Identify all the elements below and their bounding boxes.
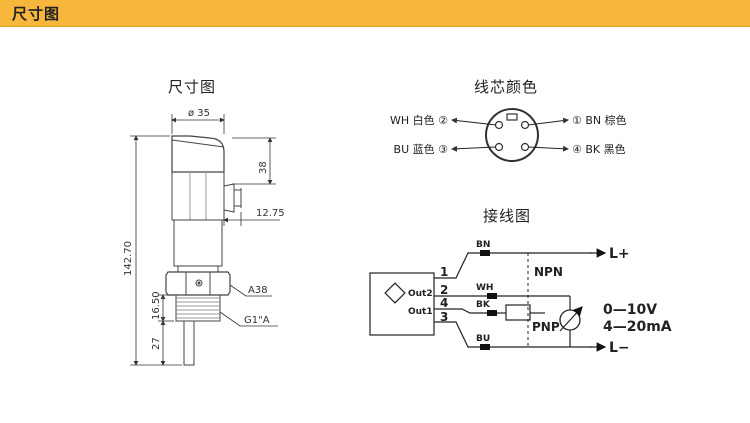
connector-offset-label: 12.75 [256, 208, 285, 219]
terminal-2: 2 [440, 283, 448, 297]
header-title: 尺寸图 [12, 5, 61, 23]
pnp-label: PNP [532, 320, 560, 334]
connector-face [485, 108, 539, 162]
connector-height-label: 38 [258, 161, 269, 174]
diameter-label: ø 35 [188, 108, 210, 119]
npn-label: NPN [534, 265, 563, 279]
dimension-title: 尺寸图 [168, 78, 217, 96]
wire-terminals [480, 250, 497, 350]
signal-voltage-label: 0—10V [603, 302, 657, 318]
thread-label: G1"A [244, 315, 270, 326]
terminal-1: 1 [440, 265, 448, 279]
hex-label: A38 [248, 285, 268, 296]
dimension-lines [130, 114, 280, 366]
wire-bn-label: BN [476, 240, 490, 250]
l-minus-label: L− [609, 340, 630, 356]
thread-length-label: 16.50 [151, 291, 162, 320]
sensor-outline [165, 135, 242, 366]
wire-bu-label: BU [476, 334, 490, 344]
l-plus-label: L+ [609, 246, 630, 262]
pin-bk-label: ④ BK 黑色 [572, 142, 626, 156]
pin-wh-label: WH 白色 ② [390, 113, 448, 127]
out1-label: Out1 [408, 307, 433, 317]
total-length-label: 142.70 [123, 241, 134, 276]
header-bar: 尺寸图 [0, 0, 750, 27]
wire-color-title: 线芯颜色 [474, 78, 539, 96]
wiring-title: 接线图 [483, 207, 532, 225]
wire-bk-label: BK [476, 300, 491, 310]
wire-wh-label: WH [476, 283, 493, 293]
wiring-lines [369, 252, 592, 348]
pin-bu-label: BU 蓝色 ③ [394, 142, 449, 156]
terminal-4: 4 [440, 296, 448, 310]
probe-length-label: 27 [151, 337, 162, 350]
pin-bn-label: ① BN 棕色 [572, 113, 627, 127]
terminal-3: 3 [440, 310, 448, 324]
out2-label: Out2 [408, 289, 433, 299]
signal-current-label: 4—20mA [603, 319, 672, 335]
